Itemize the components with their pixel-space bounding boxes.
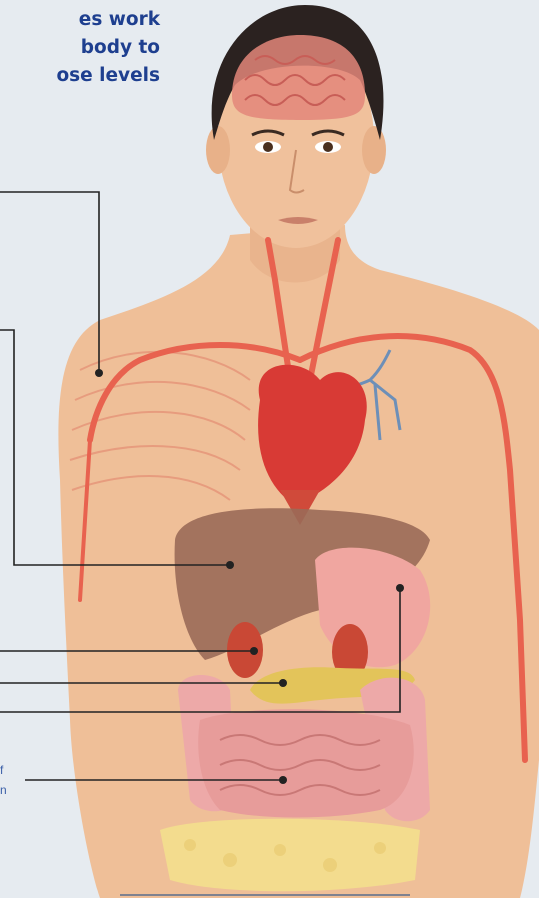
dot-kidney xyxy=(250,647,258,655)
dot-pancreas xyxy=(279,679,287,687)
dot-intestine xyxy=(279,776,287,784)
fat-tissue xyxy=(160,819,420,892)
right-ear xyxy=(362,126,386,174)
dot-liver xyxy=(226,561,234,569)
dot-muscle xyxy=(95,369,103,377)
dot-stomach xyxy=(396,584,404,592)
left-ear xyxy=(206,126,230,174)
